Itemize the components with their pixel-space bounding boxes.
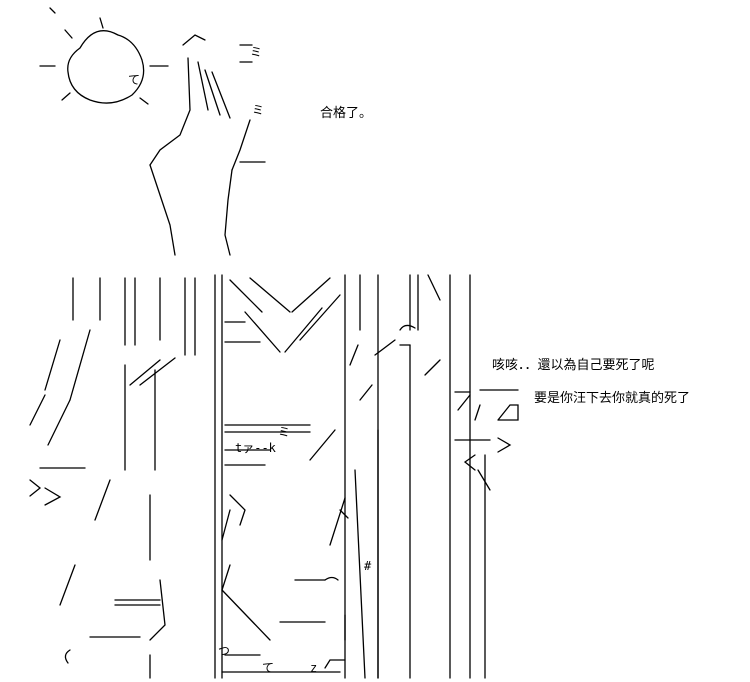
dialogue-line-2: 咳咳．．還以為自己要死了呢 [492, 358, 655, 373]
hash-mark: # [364, 559, 372, 573]
sfx-mi-3: ミ [252, 103, 265, 117]
raised-hand [149, 34, 266, 256]
sfx-tak: tァ--k [235, 441, 276, 455]
sfx-mi-2: ミ [250, 45, 263, 59]
sfx-mi: ミ [278, 425, 291, 439]
sfx-z: z [310, 661, 318, 675]
sun-burst-icon [39, 7, 169, 105]
sfx-tsu: つ [218, 644, 231, 658]
dialogue-line-3: 要是你汪下去你就真的死了 [534, 391, 691, 406]
left-figure [29, 277, 196, 679]
dialogue-line-1: 合格了。 [320, 106, 373, 121]
sfx-te: て [128, 73, 141, 87]
right-figure [349, 274, 519, 679]
center-figure [214, 274, 349, 679]
sfx-te-2: て [262, 661, 275, 675]
